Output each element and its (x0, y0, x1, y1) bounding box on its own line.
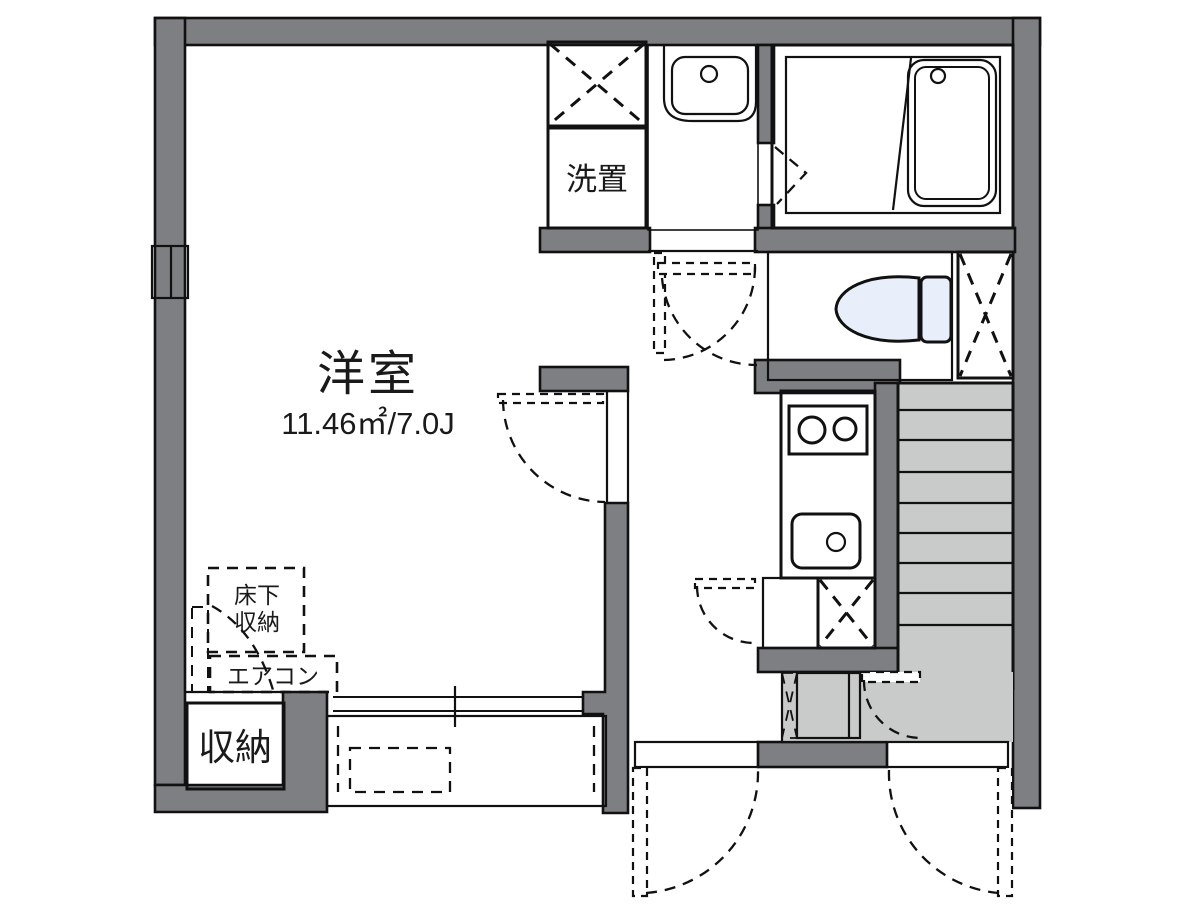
door-swing-arc (887, 769, 1000, 895)
wall-segment (153, 16, 187, 787)
stove-icon (787, 404, 869, 456)
door-leaf (652, 251, 667, 355)
entrance-floor (782, 672, 1013, 742)
storage-cross-box (956, 250, 1015, 380)
entrance-area (780, 670, 1013, 744)
door-leaf (496, 392, 605, 405)
underfloor-storage-label-1: 床下 (234, 582, 280, 608)
wall-segment (756, 740, 889, 769)
wall-segment (756, 646, 902, 674)
main-room-label: 洋室 (317, 348, 419, 401)
window-main (333, 686, 583, 727)
aircon-pipe-space (191, 606, 209, 693)
balcony-dashed-box (348, 746, 452, 794)
doors (496, 251, 1014, 898)
storage-cross-box (816, 576, 877, 650)
kitchen-unit (779, 389, 877, 580)
stairs-floor (898, 383, 1013, 690)
closet-label: 収納 (198, 727, 272, 768)
window-left (150, 244, 190, 300)
underfloor-storage-label-2: 収納 (234, 609, 280, 635)
door-swing-arc (645, 769, 760, 895)
entrance-side-cabinet (761, 576, 820, 650)
aircon-label: エアコン (227, 663, 319, 689)
main-room-labels: 洋室 11.46㎡/7.0J (281, 348, 454, 441)
kitchen-sink-icon (790, 512, 862, 570)
underfloor-storage-box: 床下 収納 (206, 566, 306, 654)
wall-segment (873, 381, 900, 674)
balcony (325, 714, 608, 808)
door-leaf (656, 261, 757, 276)
stair-steps (898, 408, 1013, 627)
door-leaf (996, 766, 1014, 898)
door-swing-arc (862, 679, 921, 740)
wall-segment (538, 365, 630, 393)
bathtub-icon (906, 58, 998, 208)
closet-box: 収納 (185, 701, 286, 791)
entrance-cross-box (781, 672, 798, 739)
washer-space-label: 洗置 (566, 162, 628, 197)
wall-segment (538, 226, 652, 254)
stairs (896, 381, 1015, 690)
aircon-box: エアコン (208, 654, 339, 694)
door-leaf (860, 670, 922, 684)
door-leaf (693, 577, 757, 590)
main-room-area-label: 11.46㎡/7.0J (281, 406, 454, 441)
bathroom-folding-door (774, 146, 808, 205)
wall-segment (753, 226, 1017, 254)
room-washbasin (647, 44, 759, 231)
walls (153, 16, 1042, 815)
storage-cross-box (546, 40, 648, 128)
bathroom-unit (770, 43, 1015, 230)
toilet-icon (834, 275, 953, 344)
door-swing-arc (661, 266, 757, 362)
door-swing-arc (660, 277, 758, 367)
stairs-border (896, 381, 1015, 690)
door-threshold (885, 740, 1010, 769)
storage-lid-swing (211, 604, 275, 691)
door-swing-arc (501, 399, 606, 504)
door-threshold (633, 740, 760, 769)
wall-segment (581, 501, 630, 815)
main-room-door-opening (605, 391, 630, 503)
washer-space-box: 洗置 (546, 126, 648, 230)
wall-segment (1011, 16, 1042, 810)
washbasin-icon (662, 45, 758, 123)
door-leaf (631, 766, 649, 898)
door-swing-arc (695, 585, 756, 645)
